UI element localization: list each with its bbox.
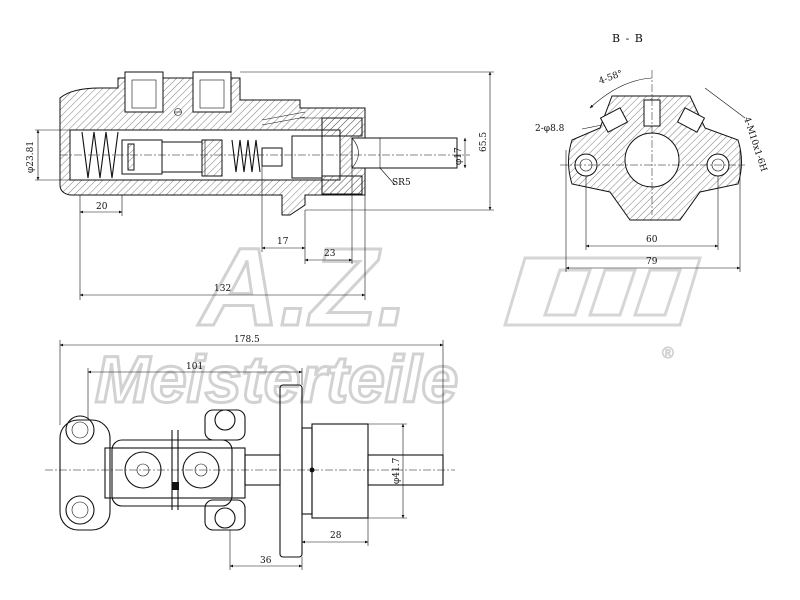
spigot-length-label: 28 (330, 531, 342, 541)
inner-span-label: 60 (646, 235, 658, 245)
watermark-brand: Meisterteile (95, 342, 458, 416)
flange-offset-label: 36 (260, 556, 272, 566)
gap-b-label: 23 (324, 249, 336, 259)
section-b-b-view (560, 70, 745, 221)
watermark-logo-bars (502, 256, 703, 327)
angle-label: 4-58° (598, 69, 625, 87)
bottom-view-dimension-labels: 178.5 101 φ41.7 28 36 (186, 335, 402, 566)
overall-length-label: 178.5 (234, 335, 260, 345)
watermark-registered-mark: ® (662, 345, 674, 362)
pushrod-diameter-label: φ17 (454, 147, 464, 165)
bottom-view-dimension-lines (59, 340, 444, 570)
section-label: B - B (612, 32, 644, 45)
watermark-initials: A.Z. (197, 226, 408, 349)
watermark: A.Z. Meisterteile ® (94, 225, 703, 418)
height-label: 65.5 (479, 132, 489, 152)
bottom-plan-view (45, 384, 455, 558)
port-offset-label: 20 (96, 202, 108, 212)
top-view-dimension-labels: φ23.81 φ17 65.5 SR5 20 17 23 132 (26, 132, 489, 294)
length-label: 132 (214, 284, 231, 294)
outer-span-label: 79 (646, 257, 658, 267)
threads-label: 4-M10x1-6H (741, 116, 768, 173)
bore-diameter-label: φ23.81 (26, 141, 36, 173)
top-section-view (59, 71, 470, 216)
flange-diameter-label: φ41.7 (392, 457, 402, 484)
top-view-dimension-lines (35, 71, 494, 300)
section-view-dimension-lines (565, 77, 746, 272)
holes-label: 2-φ8.8 (535, 124, 565, 134)
port-length-label: 101 (186, 362, 203, 372)
gap-a-label: 17 (277, 237, 289, 247)
sphere-radius-label: SR5 (392, 178, 411, 188)
